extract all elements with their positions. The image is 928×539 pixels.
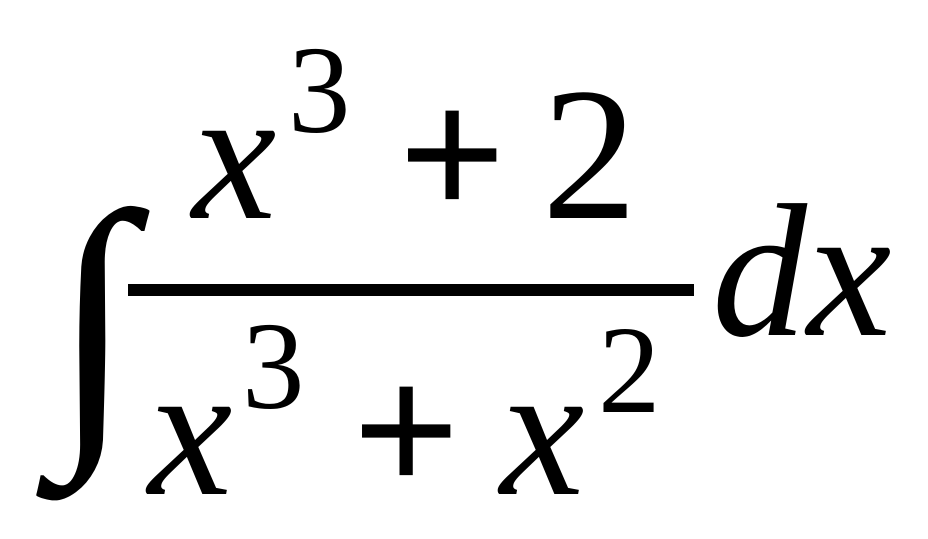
numerator-constant: 2: [542, 50, 637, 260]
differential-dx: dx: [712, 167, 891, 377]
denominator-x2: x: [497, 326, 584, 536]
denominator-x1: x: [145, 326, 232, 536]
numerator-exponent: 3: [288, 22, 351, 160]
numerator-plus: +: [398, 50, 506, 260]
numerator: x 3 + 2: [189, 22, 637, 260]
fraction-bar: [128, 284, 694, 296]
denominator-plus: +: [352, 326, 460, 536]
denominator: x 3 + x 2: [145, 298, 661, 536]
numerator-x: x: [189, 50, 276, 260]
denominator-exponent1: 3: [242, 298, 305, 436]
denominator-exponent2: 2: [598, 302, 661, 440]
integral-sign: ∫: [33, 153, 150, 504]
